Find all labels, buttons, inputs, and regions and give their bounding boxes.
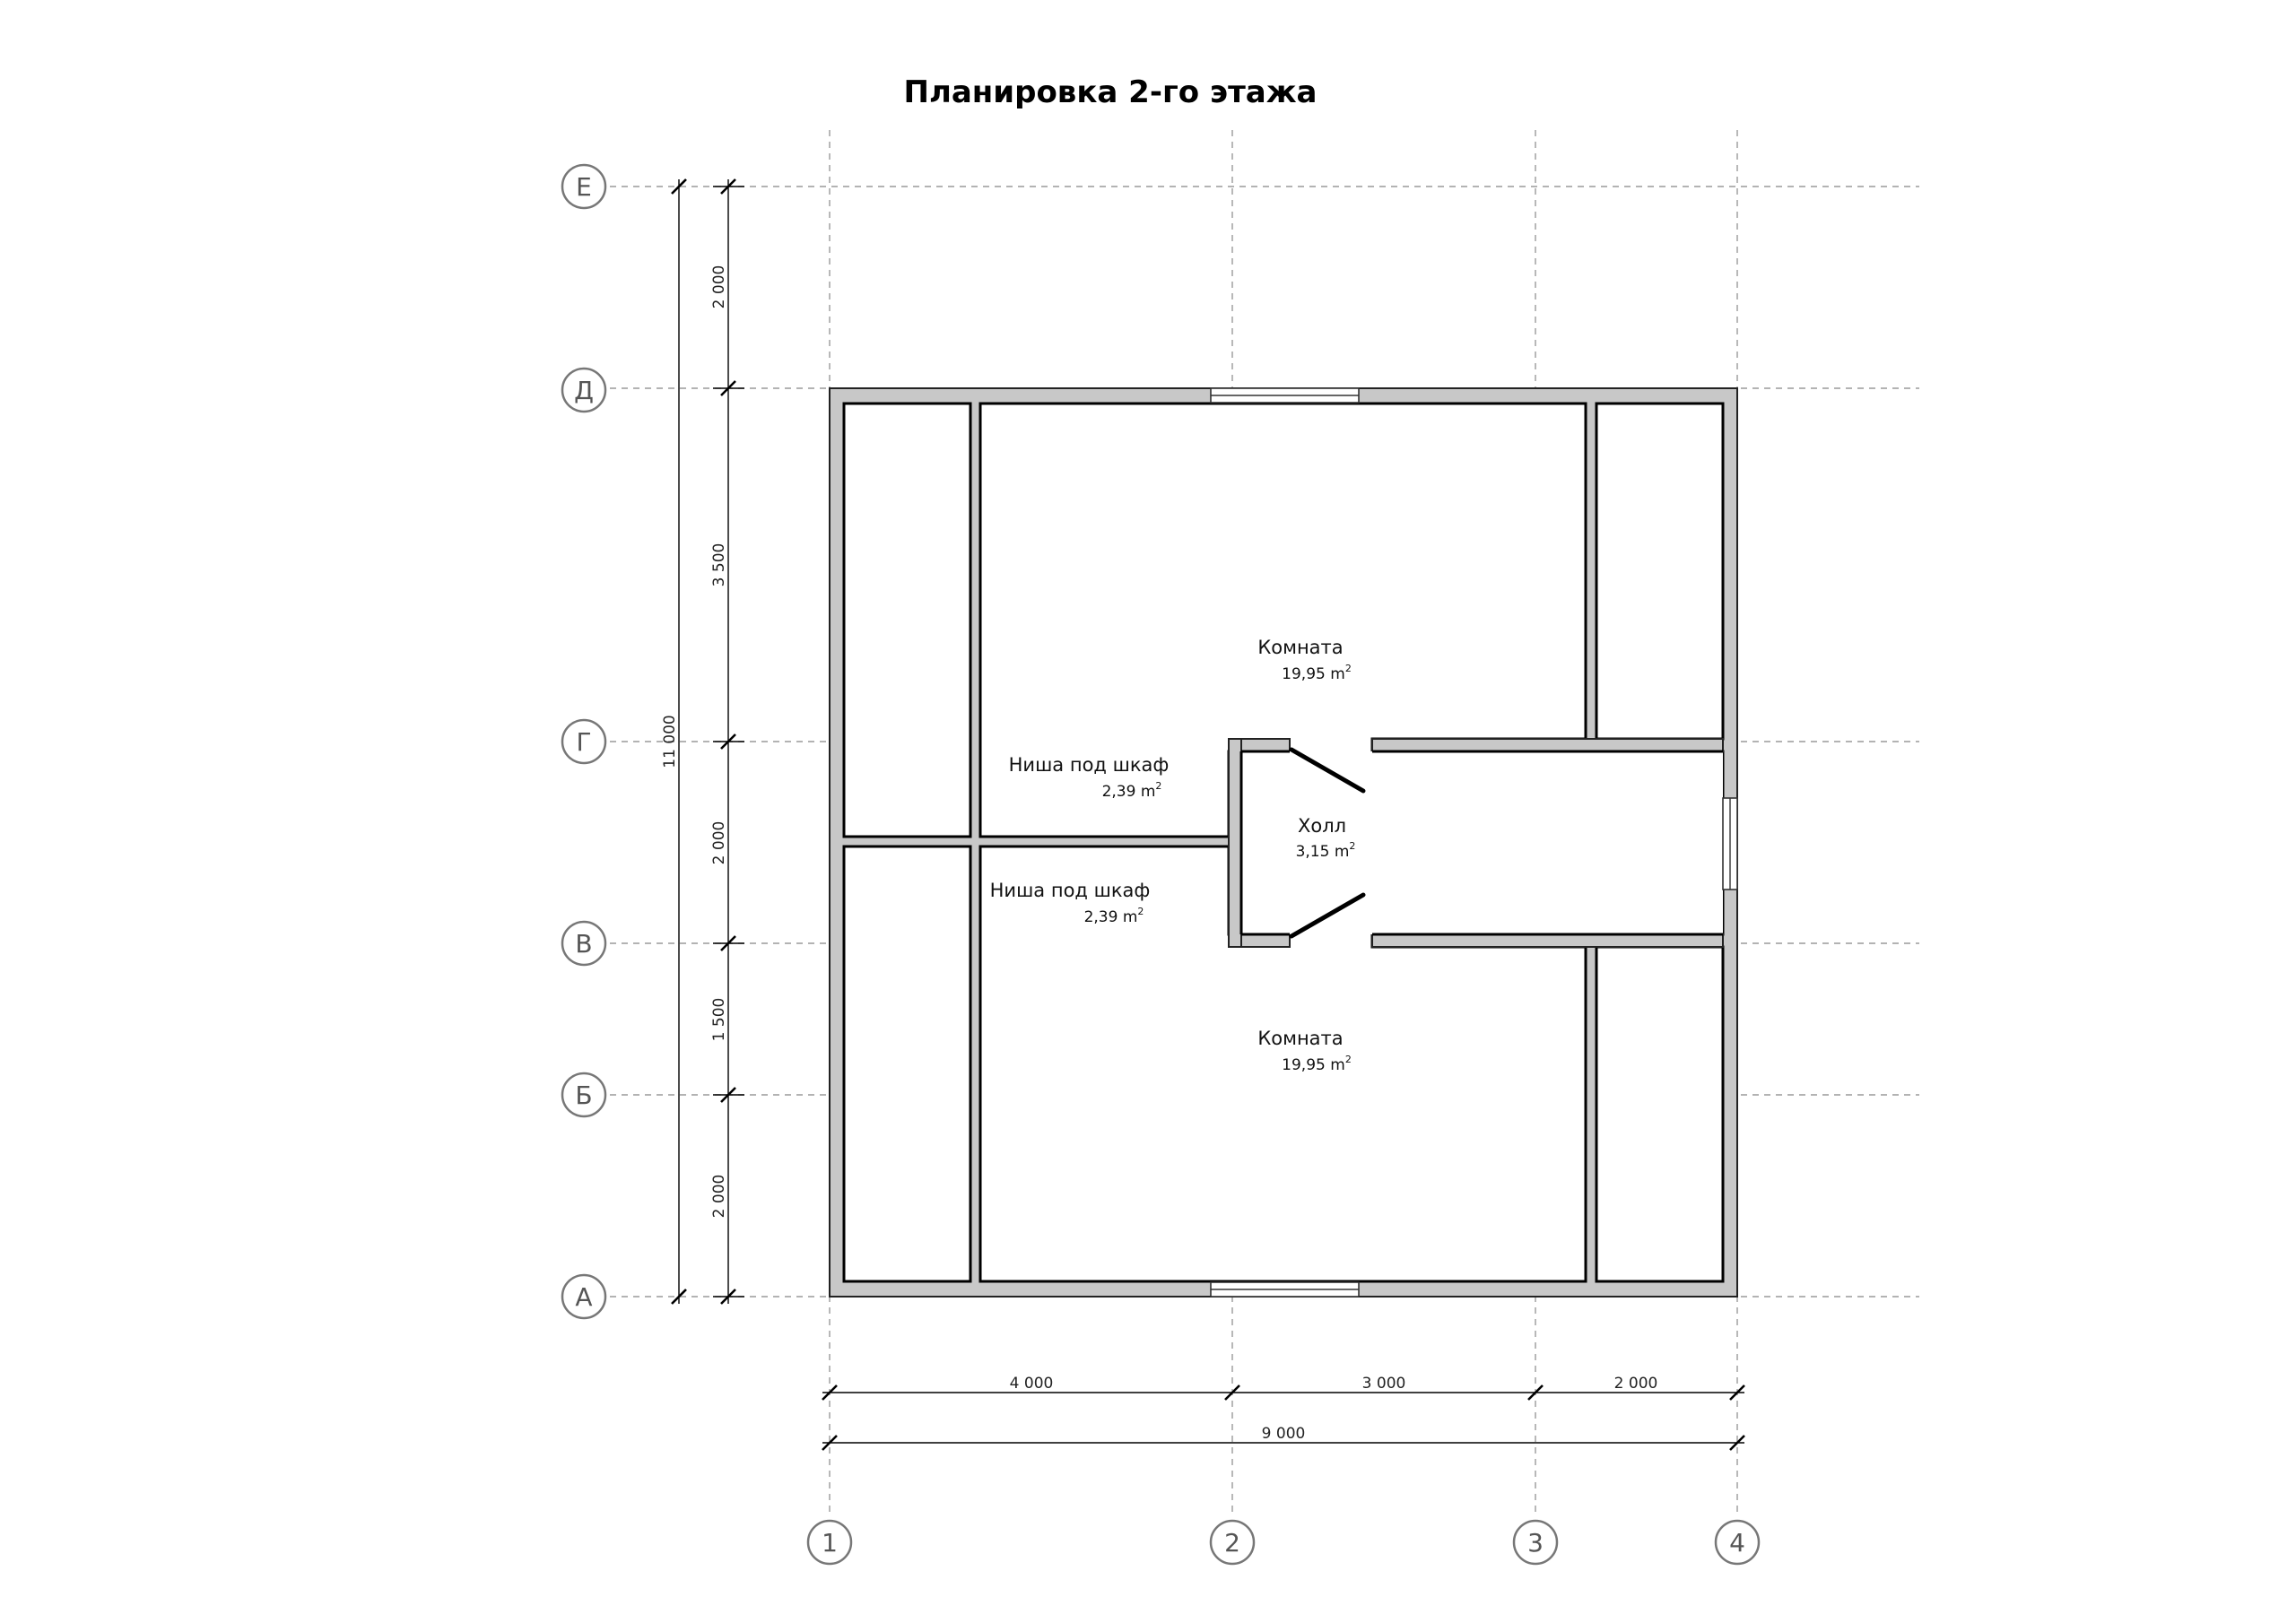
row-axis-markers: Е Д Г В Б А (561, 163, 607, 1320)
axis-marker-g (561, 718, 607, 765)
column-axis-markers: 1 2 3 4 (806, 1519, 1761, 1566)
axis-marker-d (561, 367, 607, 413)
dim-vertical-3: 2 000 (710, 821, 728, 865)
room-name: Ниша под шкаф (990, 880, 1151, 901)
dim-horizontal-3: 2 000 (1614, 1375, 1658, 1393)
hall-wall-left (1228, 738, 1242, 948)
dim-vertical-total: 11 000 (661, 715, 679, 768)
windows (1210, 387, 1738, 1298)
axis-marker-v (561, 920, 607, 967)
dim-vertical-5: 2 000 (710, 1175, 728, 1219)
dim-horizontal-2: 3 000 (1362, 1375, 1406, 1393)
vertical-dimensions: 2 000 3 500 2 000 1 500 2 000 11 000 (661, 178, 744, 1305)
door-leaf-top (1289, 747, 1366, 794)
horizontal-dimensions: 4 000 3 000 2 000 9 000 (822, 1375, 1745, 1451)
dim-vertical-4: 1 500 (710, 998, 728, 1042)
hall-interior (1241, 751, 1723, 934)
axis-marker-e (561, 163, 607, 210)
room-name: Ниша под шкаф (1009, 754, 1170, 776)
axis-marker-4 (1714, 1519, 1761, 1566)
axis-label-v: В (575, 929, 592, 959)
axis-label-4: 4 (1729, 1528, 1745, 1558)
axis-label-e: Е (576, 172, 592, 202)
plan-title: Планировка 2-го этажа (904, 74, 1318, 110)
hall-partitions (1228, 738, 1724, 948)
hall-wall-top-right (1371, 738, 1724, 752)
dim-vertical-1: 2 000 (710, 265, 728, 309)
dim-vertical-2: 3 500 (710, 543, 728, 587)
axis-label-d: Д (574, 376, 594, 405)
room-area: 19,95 m2 (1282, 663, 1352, 683)
closet-top-left (842, 402, 972, 838)
axis-label-b: Б (575, 1081, 592, 1110)
room-area: 19,95 m2 (1282, 1054, 1352, 1074)
dim-horizontal-total: 9 000 (1262, 1425, 1306, 1443)
room-area: 2,39 m2 (1084, 906, 1144, 926)
axis-marker-1 (806, 1519, 853, 1566)
axis-marker-b (561, 1072, 607, 1118)
room-area: 3,15 m2 (1296, 840, 1356, 861)
room-name: Комната (1257, 1028, 1343, 1049)
axis-label-a: А (575, 1282, 592, 1312)
closet-bottom-left (842, 845, 972, 1283)
axis-marker-2 (1209, 1519, 1256, 1566)
room-name: Холл (1298, 815, 1346, 837)
closet-bottom-right (1595, 945, 1725, 1283)
axis-label-2: 2 (1224, 1528, 1240, 1558)
room-name: Комната (1257, 637, 1343, 658)
axis-marker-3 (1512, 1519, 1559, 1566)
closet-top-right (1595, 402, 1725, 741)
dim-horizontal-1: 4 000 (1010, 1375, 1054, 1393)
room-area: 2,39 m2 (1102, 780, 1162, 801)
axis-label-3: 3 (1527, 1528, 1544, 1558)
axis-label-g: Г (576, 727, 591, 757)
axis-marker-a (561, 1273, 607, 1320)
hall-wall-bottom-right (1371, 933, 1724, 948)
door-leaf-bottom (1289, 892, 1366, 939)
room-labels: Комната 19,95 m2 Ниша под шкаф 2,39 m2 Х… (990, 637, 1356, 1074)
axis-label-1: 1 (822, 1528, 838, 1558)
